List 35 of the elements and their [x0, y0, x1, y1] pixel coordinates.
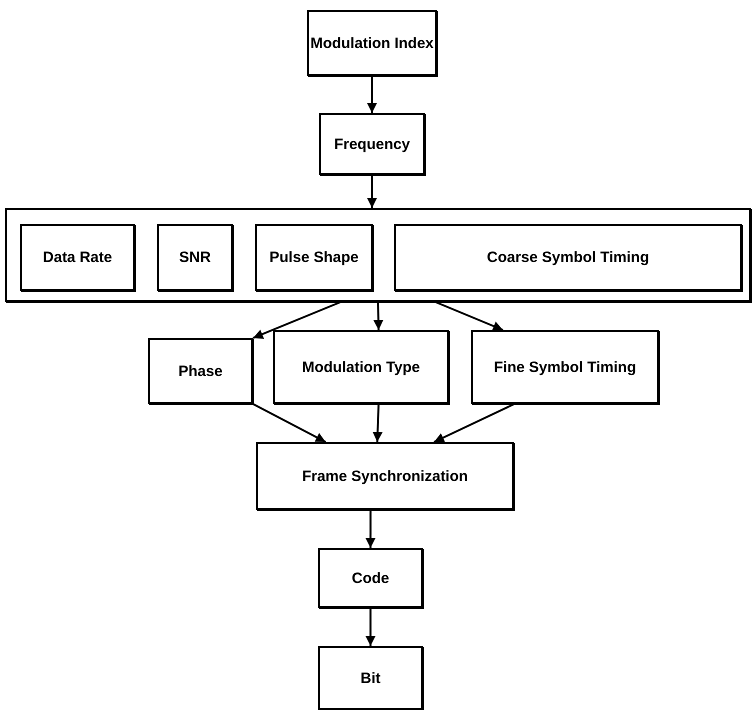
arrow: [367, 76, 377, 113]
process-box: [319, 113, 425, 175]
box-label: Modulation Index: [310, 34, 434, 52]
box-label: Data Rate: [42, 249, 112, 266]
process-box: [255, 224, 373, 291]
process-box: [471, 330, 659, 404]
process-box: [273, 330, 449, 404]
arrow: [434, 403, 515, 443]
box-label: Fine Symbol Timing: [494, 358, 636, 376]
process-box: [307, 10, 437, 76]
arrow: [373, 302, 384, 330]
arrow: [366, 608, 376, 646]
process-box: [318, 548, 423, 608]
process-box: [20, 224, 135, 291]
arrow: [366, 510, 376, 548]
box-label: Bit: [360, 670, 380, 686]
arrow: [367, 175, 378, 208]
arrow: [372, 404, 383, 442]
box-label: Phase: [178, 362, 223, 380]
box-label: Frequency: [334, 136, 410, 152]
group-box: [5, 208, 751, 302]
process-box: [148, 338, 253, 404]
box-label: Modulation Type: [302, 358, 420, 376]
box-label: SNR: [179, 249, 211, 266]
process-box: [157, 224, 233, 291]
process-box: [318, 646, 423, 710]
arrow: [252, 301, 342, 339]
arrow: [252, 403, 326, 443]
box-label: Pulse Shape: [269, 249, 359, 266]
process-box: [256, 442, 514, 510]
box-label: Frame Synchronization: [302, 468, 468, 484]
process-box: [394, 224, 742, 291]
box-label: Coarse Symbol Timing: [486, 249, 650, 266]
box-label: Code: [352, 570, 390, 586]
arrow: [435, 301, 504, 331]
